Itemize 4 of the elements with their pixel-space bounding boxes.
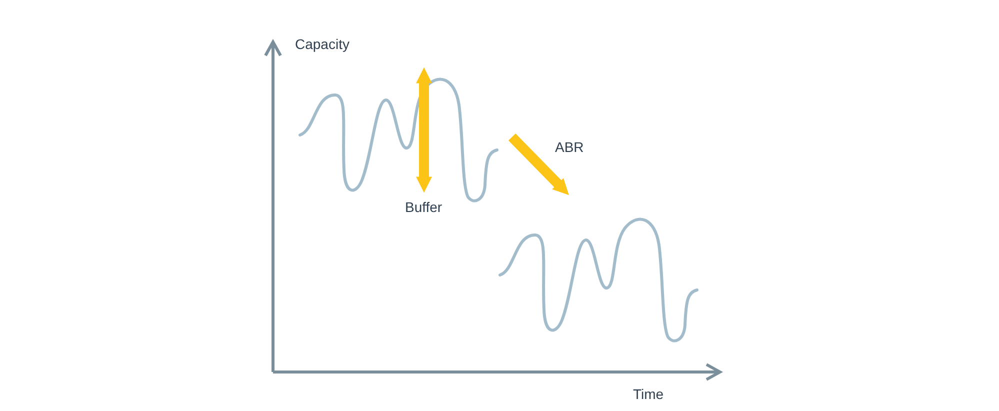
axis-label: Time (633, 386, 664, 402)
arrow-label: Buffer (405, 199, 442, 215)
axis-label: Capacity (295, 36, 350, 52)
arrow-label: ABR (555, 139, 584, 155)
